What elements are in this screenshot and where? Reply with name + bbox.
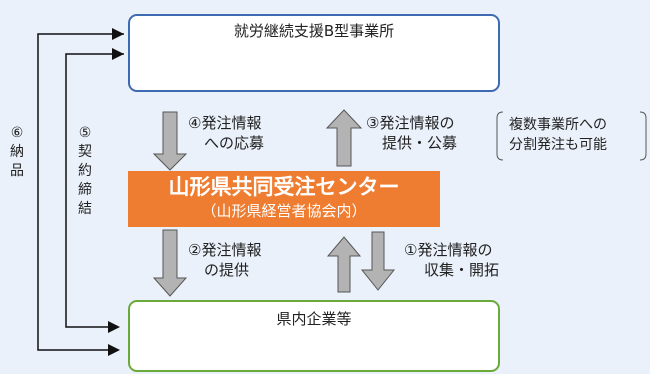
step-2-line1: ②発注情報 (188, 241, 262, 259)
arrowhead-delivery-top (112, 28, 124, 40)
step-1-line2: 収集・開拓 (424, 261, 500, 279)
step-6-number: ⑥ (10, 125, 24, 141)
contract-char: 結 (78, 201, 92, 217)
step-4-line1: ④発注情報 (188, 114, 262, 132)
arrowhead-contract-top (112, 48, 124, 60)
delivery-line (37, 33, 124, 351)
arrow-3-up (325, 109, 363, 167)
note-line1: 複数事業所への (509, 117, 607, 133)
step-1-line1: ①発注情報の (404, 241, 493, 259)
joint-order-center-box: 山形県共同受注センター （山形県経営者協会内） (128, 171, 440, 227)
arrow-4-down (152, 111, 188, 171)
arrow-2-down (152, 229, 188, 297)
step-5-number: ⑤ (78, 125, 92, 141)
step-3-line1: ③発注情報の (366, 114, 455, 132)
facility-box-title: 就労継続支援B型事業所 (233, 22, 395, 40)
b-type-facility-box: 就労継続支援B型事業所 (128, 14, 500, 92)
step-3-label: ③発注情報の 提供・公募 (366, 113, 457, 153)
companies-box: 県内企業等 (128, 300, 500, 372)
arrowhead-contract-bottom (108, 321, 120, 333)
arrow-1-up (326, 236, 362, 293)
contract-label: ⑤ 契 約 締 結 (77, 124, 93, 219)
step-4-label: ④発注情報 への応募 (188, 113, 264, 153)
center-title: 山形県共同受注センター (168, 175, 400, 199)
delivery-char: 納 (10, 144, 24, 160)
contract-char: 契 (78, 144, 92, 160)
companies-box-title: 県内企業等 (276, 310, 352, 328)
center-subtitle: （山形県経営者協会内） (201, 202, 367, 220)
step-4-line2: への応募 (204, 134, 265, 152)
step-1-label: ①発注情報の 収集・開拓 (404, 240, 499, 280)
contract-line (65, 53, 124, 328)
step-3-line2: 提供・公募 (382, 134, 458, 152)
note-line2: 分割発注も可能 (509, 137, 607, 153)
note-bracket-right (639, 111, 647, 161)
arrowhead-delivery-bottom (108, 344, 120, 356)
split-order-note: 複数事業所への 分割発注も可能 (509, 115, 607, 155)
step-2-label: ②発注情報 の提供 (188, 240, 261, 280)
delivery-label: ⑥ 納 品 (9, 124, 25, 181)
contract-char: 約 (78, 163, 92, 179)
delivery-char: 品 (10, 163, 24, 179)
contract-char: 締 (78, 182, 92, 198)
step-2-line2: の提供 (204, 261, 250, 279)
arrow-1-down (360, 231, 396, 291)
note-bracket-left (496, 111, 504, 161)
